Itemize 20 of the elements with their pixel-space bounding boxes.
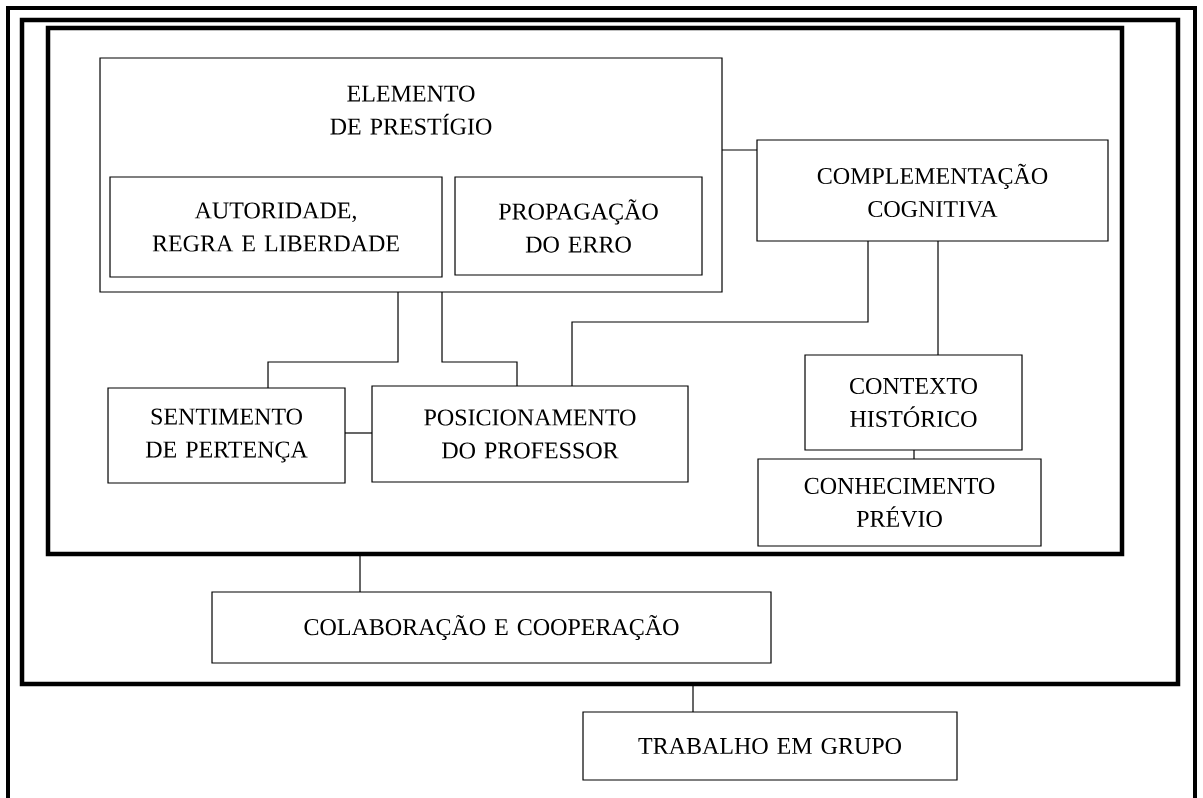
connector-line <box>571 240 869 387</box>
connector-line <box>913 449 915 460</box>
group-frame <box>19 17 1181 687</box>
concept-box: TRABALHO EM GRUPO <box>582 711 958 781</box>
concept-box: PROPAGAÇÃO DO ERRO <box>454 176 703 276</box>
connector-line <box>359 553 361 593</box>
connector-line <box>344 432 373 434</box>
connector-line <box>721 149 758 151</box>
group-frame <box>45 25 1125 557</box>
concept-box: AUTORIDADE, REGRA E LIBERDADE <box>109 176 443 278</box>
concept-box: CONTEXTO HISTÓRICO <box>804 354 1023 451</box>
concept-box: CONHECIMENTO PRÉVIO <box>757 458 1042 547</box>
connector-line <box>692 683 694 713</box>
connector-line <box>441 291 518 387</box>
connector-line <box>937 240 939 356</box>
connector-line <box>267 291 399 389</box>
concept-box: POSICIONAMENTO DO PROFESSOR <box>371 385 689 483</box>
concept-box: COMPLEMENTAÇÃO COGNITIVA <box>756 139 1109 242</box>
concept-box: COLABORAÇÃO E COOPERAÇÃO <box>211 591 772 664</box>
concept-box: SENTIMENTO DE PERTENÇA <box>107 387 346 484</box>
